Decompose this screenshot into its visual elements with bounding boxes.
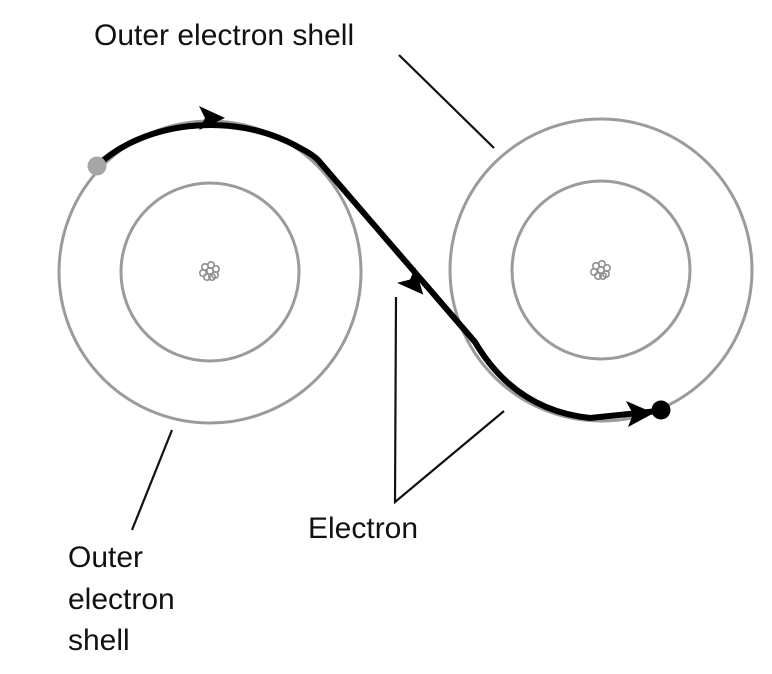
leader-line-left-shell — [130, 429, 174, 531]
path-arrow-middle — [397, 267, 424, 295]
label-outer-shell-left-line2: electron — [68, 583, 175, 616]
label-outer-shell-left-line3: shell — [68, 624, 130, 657]
electron-start-dot — [87, 156, 107, 176]
label-electron: Electron — [308, 512, 418, 545]
right-atom — [448, 117, 754, 423]
label-outer-shell-right: Outer electron shell — [94, 19, 354, 52]
electron-path — [94, 122, 661, 421]
path-arrow-top — [199, 106, 225, 130]
electron-end-dot — [651, 400, 671, 420]
right-outer-shell — [448, 117, 754, 423]
leader-line-electron — [393, 296, 505, 505]
right-nucleus — [589, 259, 612, 281]
left-inner-shell — [119, 181, 301, 363]
right-inner-shell — [510, 179, 692, 361]
label-outer-shell-left-line1: Outer — [68, 541, 143, 574]
path-arrow-end — [626, 401, 654, 427]
leader-line-right-shell — [398, 54, 495, 149]
left-nucleus — [199, 260, 220, 282]
